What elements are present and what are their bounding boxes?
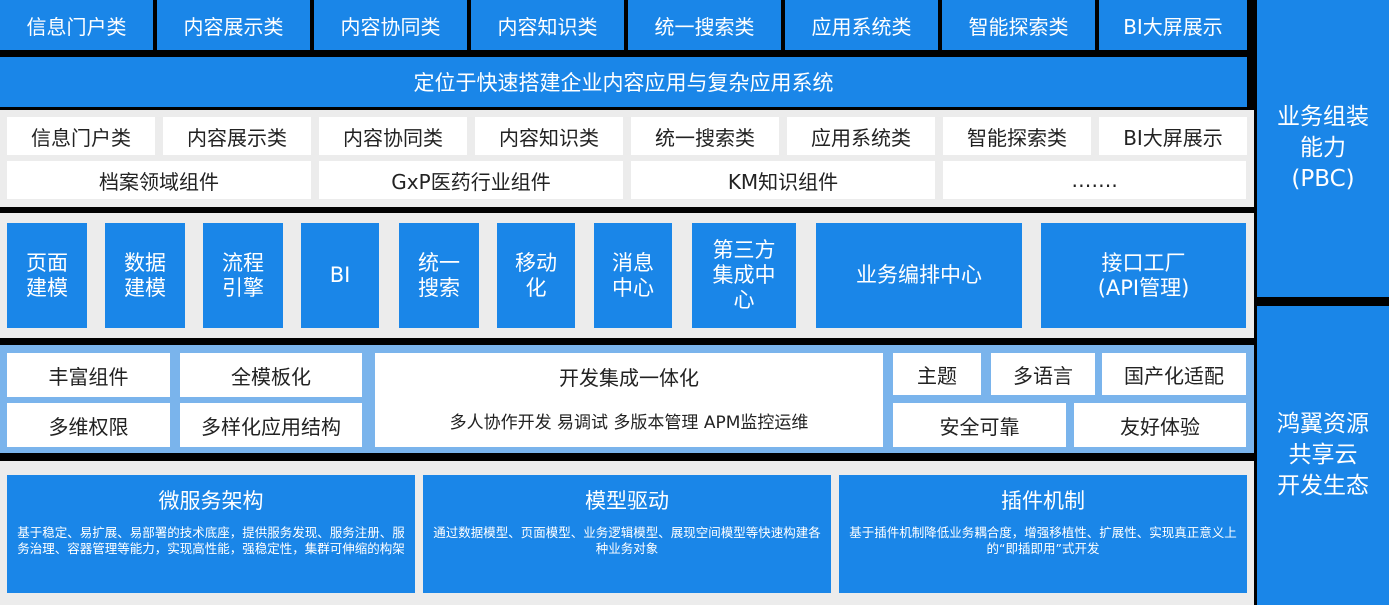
capability-tile-0: 页面 建模 [7,223,87,328]
feature-friendly: 友好体验 [1074,403,1246,447]
pbc-side-label: 业务组装 能力 (PBC) [1257,0,1389,297]
feature-integration-box: 开发集成一体化 多人协作开发 易调试 多版本管理 APM监控运维 [375,353,883,447]
foundation-desc-2: 基于插件机制降低业务耦合度，增强移植性、扩展性、实现真正意义上的“即插即用”式开… [849,525,1237,556]
feature-multi-permission: 多维权限 [7,403,170,447]
top-category-6: 智能探索类 [942,0,1095,50]
pbc-category-2: 内容协同类 [319,117,467,155]
pbc-category-7: BI大屏展示 [1099,117,1247,155]
capability-tile-4: 统一 搜索 [399,223,479,328]
feature-rich-components: 丰富组件 [7,353,170,397]
feature-full-template: 全模板化 [180,353,362,397]
top-category-5: 应用系统类 [785,0,938,50]
foundation-title-0: 微服务架构 [158,489,264,513]
feature-localization: 国产化适配 [1102,353,1246,395]
capability-tile-6: 消息 中心 [594,223,672,328]
feature-secure: 安全可靠 [893,403,1066,447]
pbc-category-3: 内容知识类 [475,117,623,155]
domain-component-1: GxP医药行业组件 [319,161,623,199]
capability-tile-1: 数据 建模 [105,223,185,328]
cloud-side-label: 鸿翼资源 共享云 开发生态 [1257,306,1389,605]
top-category-1: 内容展示类 [157,0,310,50]
top-category-0: 信息门户类 [0,0,153,50]
pbc-category-0: 信息门户类 [7,117,155,155]
foundation-card-2: 插件机制基于插件机制降低业务耦合度，增强移植性、扩展性、实现真正意义上的“即插即… [839,475,1247,593]
capability-tile-8: 业务编排中心 [816,223,1022,328]
pbc-category-5: 应用系统类 [787,117,935,155]
foundation-title-2: 插件机制 [1001,489,1085,513]
top-category-4: 统一搜索类 [628,0,781,50]
domain-component-3: ……. [943,161,1246,199]
integration-title: 开发集成一体化 [559,365,699,390]
capability-tile-2: 流程 引擎 [203,223,283,328]
feature-theme: 主题 [893,353,981,395]
domain-component-2: KM知识组件 [631,161,935,199]
pbc-category-6: 智能探索类 [943,117,1091,155]
foundation-desc-1: 通过数据模型、页面模型、业务逻辑模型、展现空间模型等快速构建各种业务对象 [433,525,821,556]
top-category-7: BI大屏展示 [1099,0,1247,50]
pbc-category-4: 统一搜索类 [631,117,779,155]
foundation-card-1: 模型驱动通过数据模型、页面模型、业务逻辑模型、展现空间模型等快速构建各种业务对象 [423,475,831,593]
foundation-card-0: 微服务架构基于稳定、易扩展、易部署的技术底座，提供服务发现、服务注册、服务治理、… [7,475,415,593]
capability-tile-9: 接口工厂 (API管理) [1041,223,1246,328]
feature-multilang: 多语言 [991,353,1095,395]
domain-component-0: 档案领域组件 [7,161,311,199]
top-category-3: 内容知识类 [471,0,624,50]
pbc-category-1: 内容展示类 [163,117,311,155]
capability-tile-7: 第三方 集成中 心 [692,223,796,328]
integration-subtitle: 多人协作开发 易调试 多版本管理 APM监控运维 [449,412,809,433]
feature-app-structure: 多样化应用结构 [180,403,362,447]
capability-tile-3: BI [301,223,379,328]
foundation-title-1: 模型驱动 [585,489,669,513]
top-category-2: 内容协同类 [314,0,467,50]
positioning-banner: 定位于快速搭建企业内容应用与复杂应用系统 [0,57,1247,107]
capability-tile-5: 移动 化 [497,223,575,328]
foundation-desc-0: 基于稳定、易扩展、易部署的技术底座，提供服务发现、服务注册、服务治理、容器管理等… [17,525,405,556]
